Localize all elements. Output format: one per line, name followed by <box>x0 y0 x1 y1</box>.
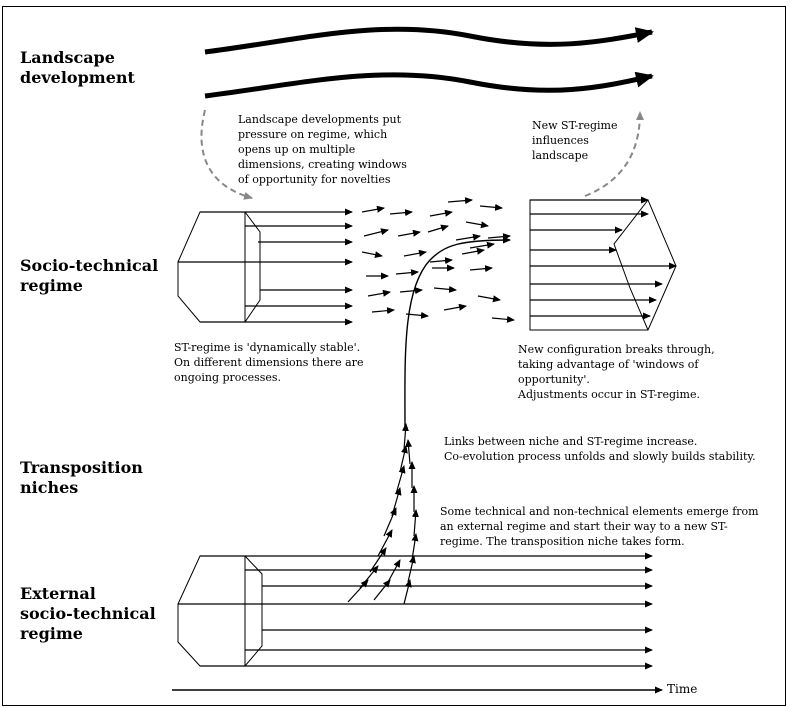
niche-emergence-arrows <box>347 423 419 605</box>
annotation-dynamically-stable: ST-regime is 'dynamically stable'. On di… <box>174 341 364 384</box>
level-label-landscape: Landscape development <box>20 48 135 87</box>
level-label-niches: Transposition niches <box>20 458 143 497</box>
annotation-links-increase: Links between niche and ST-regime increa… <box>444 435 756 463</box>
time-axis-label: Time <box>667 682 698 696</box>
external-regime-trajectories <box>178 552 653 670</box>
landscape-pressure-dashed-arrow <box>200 109 253 200</box>
annotation-elements-emerge: Some technical and non-technical element… <box>440 505 759 548</box>
regime-influence-dashed-arrow <box>584 111 644 197</box>
st-regime-left-trajectories <box>178 208 353 326</box>
level-label-regime: Socio-technical regime <box>20 256 159 295</box>
annotation-new-regime-influence: New ST-regime influences landscape <box>532 119 618 162</box>
niche-breakthrough-arrow <box>404 236 511 431</box>
landscape-trend-arrow-upper <box>204 26 654 55</box>
annotation-landscape-pressure: Landscape developments put pressure on r… <box>238 113 407 186</box>
st-regime-right-trajectories <box>530 196 677 320</box>
level-label-external-regime: External socio-technical regime <box>20 584 156 643</box>
diagram-frame <box>2 6 786 706</box>
st-regime-polyhedron-right <box>529 199 677 331</box>
regime-turbulence-arrows <box>361 197 515 323</box>
landscape-trend-arrow-lower <box>204 71 654 99</box>
annotation-breakthrough: New configuration breaks through, taking… <box>518 343 715 401</box>
